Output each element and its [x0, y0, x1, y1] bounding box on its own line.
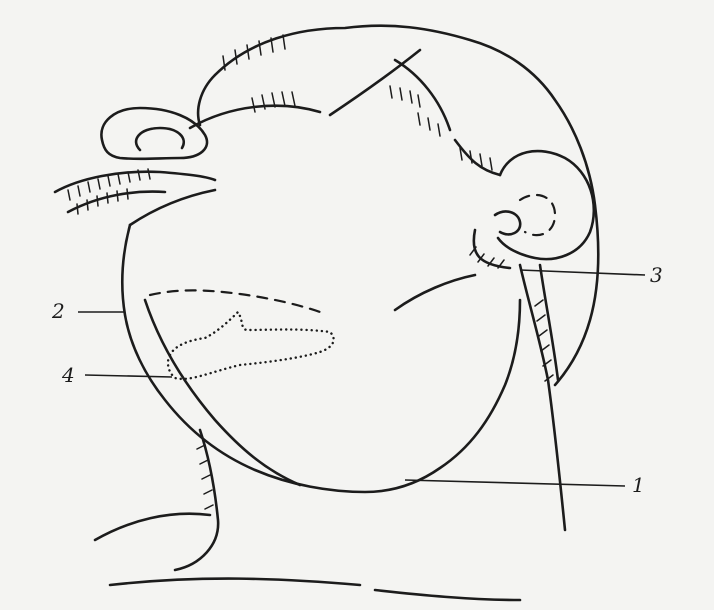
- ear: [470, 151, 594, 268]
- hair-hatching: [223, 35, 492, 170]
- neck: [95, 265, 565, 600]
- label-4: 4: [61, 363, 75, 387]
- nose: [101, 108, 207, 159]
- cheek-line: [150, 275, 475, 312]
- label-2: 2: [51, 299, 65, 323]
- dotted-region: [168, 312, 334, 379]
- label-3: 3: [650, 263, 663, 287]
- mouth: [55, 169, 215, 225]
- leader-4: [85, 375, 172, 377]
- leader-1: [405, 480, 625, 486]
- face-outline: [122, 225, 520, 492]
- leader-3: [520, 270, 645, 275]
- label-1: 1: [632, 473, 645, 497]
